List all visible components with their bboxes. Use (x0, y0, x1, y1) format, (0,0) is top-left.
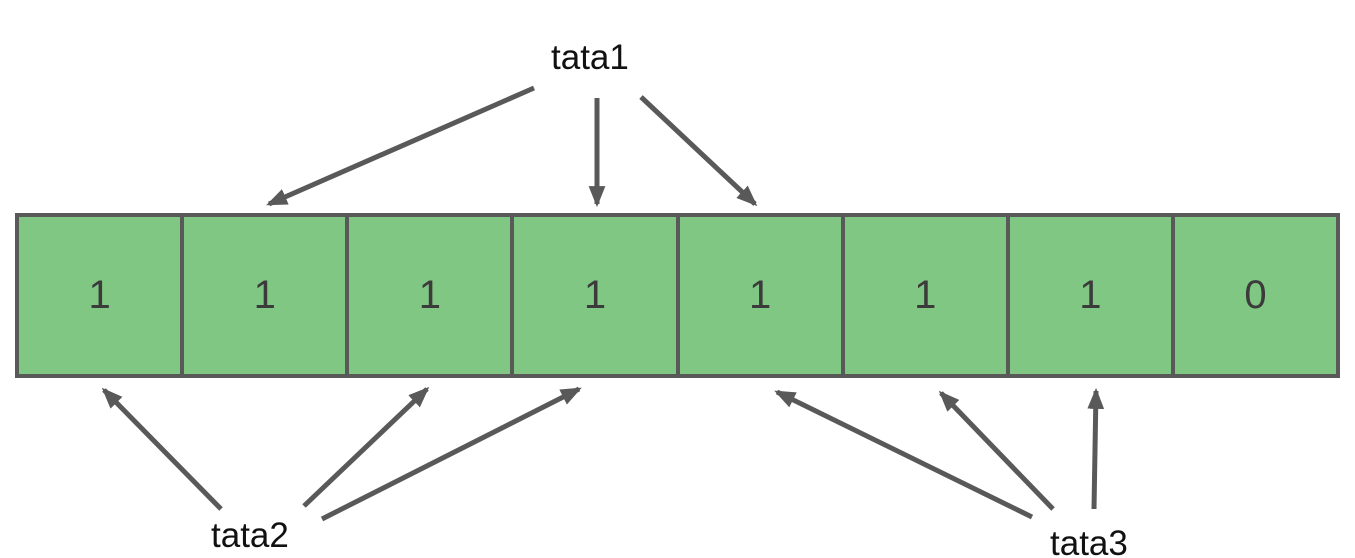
arrow-tata3-to-cell5 (774, 389, 1034, 520)
arrow-tata3-to-cell6 (938, 390, 1055, 511)
arrow-tata2-to-cell4 (320, 386, 582, 522)
array-cell-4: 1 (510, 217, 676, 374)
arrow-tata1-to-cell2 (266, 85, 536, 207)
arrow-tata1-to-cell5 (639, 95, 758, 207)
array-cell-7: 1 (1005, 217, 1171, 374)
arrow-tata2-to-cell1 (101, 387, 223, 511)
array-cell-8: 0 (1170, 217, 1336, 374)
label-tata2: tata2 (211, 516, 289, 555)
arrow-tata3-to-cell7 (1087, 387, 1105, 510)
array-cell-1: 1 (19, 217, 181, 374)
array-cell-6: 1 (840, 217, 1006, 374)
label-tata1: tata1 (551, 38, 629, 77)
array-cell-5: 1 (675, 217, 841, 374)
array-cell-2: 1 (180, 217, 346, 374)
bit-array: 1 1 1 1 1 1 1 0 (15, 213, 1340, 378)
array-cell-3: 1 (345, 217, 511, 374)
label-tata3: tata3 (1050, 524, 1128, 558)
arrow-tata2-to-cell3 (302, 386, 430, 508)
